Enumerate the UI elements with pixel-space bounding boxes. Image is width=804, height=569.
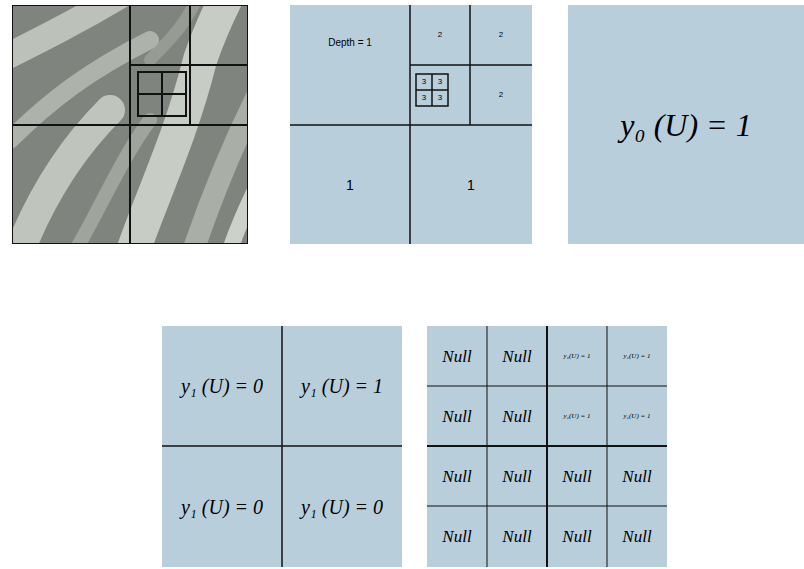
depth-number: 2	[438, 31, 442, 39]
quadtree-cell: Null	[427, 386, 487, 446]
depth-number: 2	[499, 91, 503, 99]
fiber	[230, 180, 248, 244]
quadtree-cell: Null	[487, 326, 547, 386]
depth-number: Depth = 1	[328, 38, 372, 48]
cell-value: Null	[502, 528, 531, 545]
cell-value: Null	[442, 468, 471, 485]
quadtree-cell: Depth = 1	[295, 5, 405, 80]
grid-line	[130, 64, 248, 66]
quadtree-cell: Null	[547, 506, 607, 566]
quadtree-cell: 2	[470, 65, 532, 125]
grid-line	[427, 445, 667, 447]
quadtree-cell: y₂(U) = 1	[547, 386, 607, 446]
quadtree-cell: 1	[290, 125, 410, 244]
quadtree-cell: y₁ (U) = 0	[162, 446, 282, 567]
depth-number: 3	[438, 78, 442, 86]
depth-number: 3	[422, 94, 426, 102]
quadtree-cell: y₀ (U) = 1	[568, 5, 804, 244]
cell-value: Null	[562, 528, 591, 545]
quadtree-cell: y₁ (U) = 1	[282, 326, 402, 446]
depth-number: 1	[346, 178, 354, 192]
grid-line	[410, 64, 532, 66]
quadtree-cell: 3	[416, 74, 432, 90]
quadtree-cell: y₂(U) = 1	[607, 326, 667, 386]
quadtree-cell: 2	[470, 5, 532, 65]
quadtree-cell: y₁ (U) = 0	[282, 446, 402, 567]
fiber	[150, 5, 200, 60]
cell-value: Null	[442, 408, 471, 425]
quadtree-cell: 3	[432, 74, 448, 90]
depth-number: 2	[499, 31, 503, 39]
quadtree-cell: 3	[432, 90, 448, 106]
grid-line	[416, 89, 448, 91]
quadtree-cell: Null	[607, 506, 667, 566]
cell-value: y₂(U) = 1	[564, 413, 591, 420]
quadtree-cell: y₁ (U) = 0	[162, 326, 282, 446]
grid-line	[138, 93, 186, 95]
cell-value: y₁ (U) = 0	[181, 376, 263, 396]
cell-value: Null	[442, 528, 471, 545]
depth-number: 3	[438, 94, 442, 102]
cell-value: y₂(U) = 1	[624, 413, 651, 420]
cell-value: y₁ (U) = 0	[181, 497, 263, 517]
cell-value: y₀ (U) = 1	[620, 109, 751, 141]
fiber-texture	[12, 5, 248, 244]
grid-line	[290, 124, 532, 126]
grid-line	[162, 445, 402, 447]
quadtree-cell: 3	[416, 90, 432, 106]
quadtree-cell: y₂(U) = 1	[607, 386, 667, 446]
grid-line	[138, 72, 186, 116]
panels	[162, 5, 804, 567]
cell-value: y₁ (U) = 1	[301, 376, 383, 396]
fiber	[190, 90, 248, 244]
quadtree-cell: 1	[410, 125, 532, 244]
level1-panel	[162, 326, 402, 567]
depth-panel	[290, 5, 532, 244]
texture-photo	[12, 5, 248, 244]
photo-grid	[12, 5, 248, 244]
quadtree-cell: Null	[427, 506, 487, 566]
quadtree-cell: Null	[607, 446, 667, 506]
quadtree-cell: Null	[547, 446, 607, 506]
level2-panel	[427, 326, 667, 567]
depth-number: 3	[422, 78, 426, 86]
cell-value: y₂(U) = 1	[624, 353, 651, 360]
cell-value: Null	[442, 348, 471, 365]
cell-value: y₁ (U) = 0	[301, 497, 383, 517]
quadtree-cell: Null	[427, 446, 487, 506]
quadtree-cell: Null	[487, 506, 547, 566]
cell-value: Null	[502, 468, 531, 485]
quadtree-cell: Null	[487, 386, 547, 446]
cell-value: Null	[622, 528, 651, 545]
depth-number: 1	[467, 178, 475, 192]
level0-panel	[568, 5, 804, 244]
quadtree-cell: Null	[427, 326, 487, 386]
quadtree-cell: 2	[410, 5, 470, 65]
cell-value: Null	[562, 468, 591, 485]
cell-value: y₂(U) = 1	[564, 353, 591, 360]
quadtree-cell: Null	[487, 446, 547, 506]
panel-grid	[162, 5, 667, 567]
grid-line	[12, 124, 248, 126]
cell-value: Null	[622, 468, 651, 485]
grid-line	[416, 74, 448, 106]
cell-value: Null	[502, 348, 531, 365]
grid-line	[12, 5, 248, 244]
quadtree-cell: y₂(U) = 1	[547, 326, 607, 386]
cell-value: Null	[502, 408, 531, 425]
